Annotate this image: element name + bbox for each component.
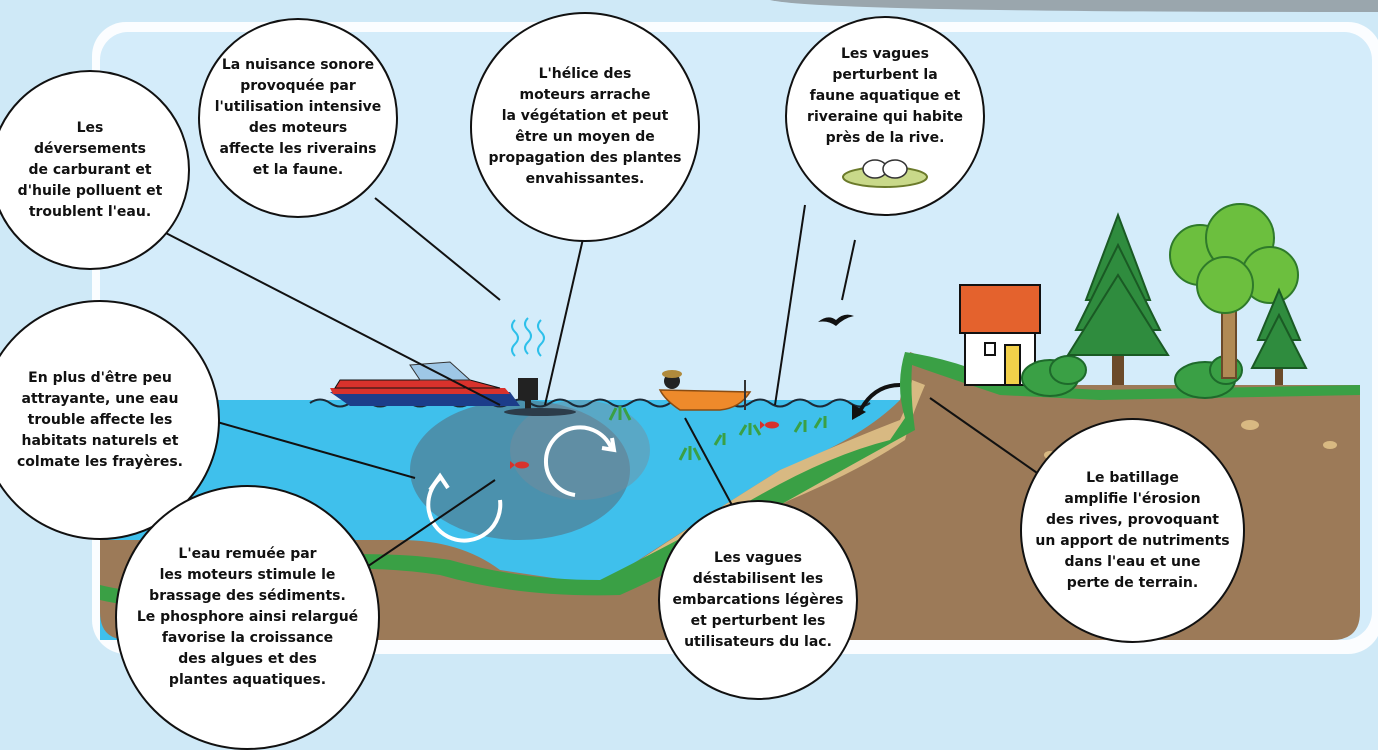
sound-waves-icon <box>511 317 545 357</box>
motorboat-icon <box>330 361 576 416</box>
bubble-erosion-text: Le batillage amplifie l'érosion des rive… <box>1035 469 1230 591</box>
fish-icon <box>510 421 779 469</box>
bubble-fuel: Les déversements de carburant et d'huile… <box>0 70 190 270</box>
pointer-lines <box>159 197 1041 576</box>
tree-icon <box>1250 287 1308 385</box>
bubble-waves-boats: Les vagues déstabilisent les embarcation… <box>658 500 858 700</box>
bubble-waves-boats-text: Les vagues déstabilisent les embarcation… <box>672 549 844 650</box>
bubble-fuel-text: Les déversements de carburant et d'huile… <box>17 119 163 220</box>
bubble-propeller-text: L'hélice des moteurs arrache la végétati… <box>488 66 682 187</box>
bubble-erosion: Le batillage amplifie l'érosion des rive… <box>1020 418 1245 643</box>
nest-icon <box>842 158 928 188</box>
house-icon <box>959 284 1041 386</box>
frame-top <box>770 0 1378 12</box>
tree-icon <box>1066 212 1170 385</box>
bubble-propeller: L'hélice des moteurs arrache la végétati… <box>470 12 700 242</box>
aquatic-plants <box>608 406 827 461</box>
pebble <box>1323 441 1337 449</box>
bush <box>1021 355 1243 399</box>
bubble-turbid-text: En plus d'être peu attrayante, une eau t… <box>17 369 183 470</box>
bubble-turbid: En plus d'être peu attrayante, une eau t… <box>0 300 220 540</box>
turbid-cloud <box>410 400 630 540</box>
tree-icon <box>1169 203 1299 379</box>
bubble-waves-fauna-text: Les vagues perturbent la faune aquatique… <box>807 45 963 146</box>
bird-icon <box>818 314 854 326</box>
bubble-sediments-text: L'eau remuée par les moteurs stimule le … <box>136 546 359 688</box>
bubble-noise-text: La nuisance sonore provoquée par l'utili… <box>214 57 382 178</box>
bubble-noise: La nuisance sonore provoquée par l'utili… <box>198 18 398 218</box>
turbid-cloud-light <box>510 400 650 500</box>
canoe-icon <box>658 370 752 411</box>
bubble-sediments: L'eau remuée par les moteurs stimule le … <box>115 485 380 750</box>
pebble <box>1241 420 1259 430</box>
circular-arrow-icon <box>426 425 617 543</box>
erosion-arrowhead <box>852 404 866 420</box>
bubble-waves-fauna: Les vagues perturbent la faune aquatique… <box>785 16 985 216</box>
